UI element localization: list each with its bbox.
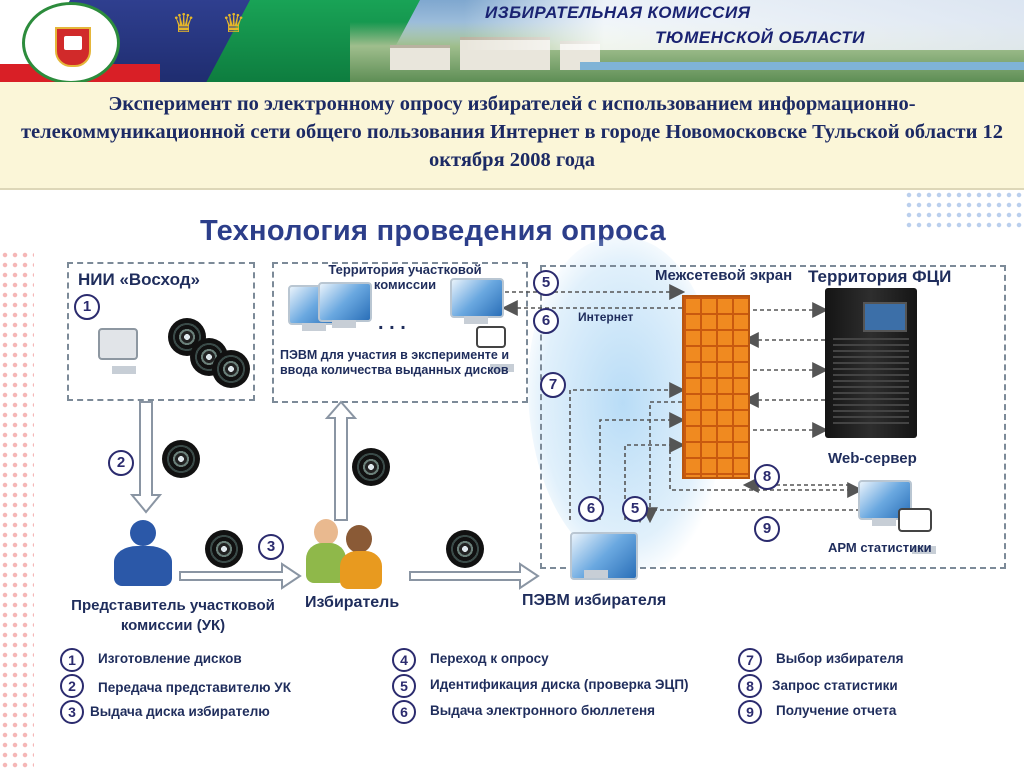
nii-box xyxy=(67,262,255,401)
pc-monitor-icon xyxy=(570,532,638,580)
cd-icon xyxy=(352,448,390,486)
cd-icon xyxy=(162,440,200,478)
diagram-arrows xyxy=(129,284,864,590)
pc-icon xyxy=(98,328,138,374)
pevm-voter-label: ПЭВМ избирателя xyxy=(522,592,667,609)
territory-fci-box xyxy=(540,265,1006,569)
pevm-description: ПЭВМ для участия в эксперименте и ввода … xyxy=(280,348,510,377)
step-9-marker: 9 xyxy=(754,516,780,542)
cd-icon xyxy=(205,530,243,568)
server-vent xyxy=(833,338,909,428)
web-server-label: Web-сервер xyxy=(828,450,917,467)
legend-item: Переход к опросу xyxy=(430,651,549,666)
banner-title-strip xyxy=(464,0,1024,50)
representative-label: Представитель участковой комиссии (УК) xyxy=(71,597,275,634)
arm-label: АРМ статистики xyxy=(828,540,932,555)
person-head xyxy=(314,519,338,545)
territory-uk-box xyxy=(272,262,528,403)
voter-icon xyxy=(306,515,386,590)
heading-band: Эксперимент по электронному опросу избир… xyxy=(0,82,1024,190)
legend-item: Получение отчета xyxy=(776,703,897,718)
step-3-marker: 3 xyxy=(258,534,284,560)
step-1-marker: 1 xyxy=(74,294,100,320)
voter-label: Избиратель xyxy=(305,594,400,611)
legend-num: 9 xyxy=(738,700,762,724)
banner-title-line1: ИЗБИРАТЕЛЬНАЯ КОМИССИЯ xyxy=(485,3,751,22)
step-5-marker: 5 xyxy=(533,270,559,296)
step-5-marker: 5 xyxy=(622,496,648,522)
crown-icon: ♛ xyxy=(172,8,196,38)
legend-item: Запрос статистики xyxy=(772,678,898,693)
banner-title-line2: ТЮМЕНСКОЙ ОБЛАСТИ xyxy=(655,28,865,47)
page-title: Эксперимент по электронному опросу избир… xyxy=(20,93,1004,171)
shield-inner xyxy=(64,36,82,50)
pc-monitor-icon xyxy=(450,278,504,324)
diagram-title: Технология проведения опроса xyxy=(200,215,666,247)
legend-item: Изготовление дисков xyxy=(98,651,242,666)
crown-icon: ♛ xyxy=(222,8,246,38)
person-body xyxy=(340,551,382,589)
cd-icon xyxy=(446,530,484,568)
header-banner: ♛ ♛ ИЗБИРАТЕЛЬНАЯ КОМИССИЯ ТЮМЕНСКОЙ ОБЛ… xyxy=(0,0,1024,82)
person-body xyxy=(306,543,346,583)
election-commission-emblem-icon xyxy=(22,2,120,82)
legend-item: Выбор избирателя xyxy=(776,651,904,666)
decor-dots-left xyxy=(0,250,34,768)
legend-num: 2 xyxy=(60,674,84,698)
legend-num: 7 xyxy=(738,648,762,672)
territory-fci-label: Территория ФЦИ xyxy=(808,267,952,286)
legend-item: Передача представителю УК xyxy=(98,680,291,695)
shield-icon xyxy=(55,27,91,67)
step-6-marker: 6 xyxy=(533,308,559,334)
diagram-panel: Технология проведения опроса xyxy=(0,190,1024,768)
legend-item: Выдача электронного бюллетеня xyxy=(430,703,655,718)
pc-monitor-icon xyxy=(318,282,372,328)
river xyxy=(580,62,1024,70)
step-2-marker: 2 xyxy=(108,450,134,476)
firewall-icon xyxy=(682,295,750,479)
representative-icon xyxy=(108,520,178,590)
building xyxy=(390,45,450,70)
server-icon xyxy=(825,288,917,438)
person-head xyxy=(346,525,372,553)
internet-label: Интернет xyxy=(578,310,634,324)
legend-num: 6 xyxy=(392,700,416,724)
step-8-marker: 8 xyxy=(754,464,780,490)
legend-item: Идентификация диска (проверка ЭЦП) xyxy=(430,677,689,692)
cd-icon xyxy=(212,350,250,388)
nii-label: НИИ «Восход» xyxy=(78,270,200,289)
decor-dots-right xyxy=(904,190,1024,230)
step-6-marker: 6 xyxy=(578,496,604,522)
legend-num: 8 xyxy=(738,674,762,698)
legend-item: Выдача диска избирателю xyxy=(90,704,270,719)
printer-icon xyxy=(898,508,936,554)
server-screen xyxy=(863,302,907,332)
printer-icon xyxy=(476,326,514,372)
legend-num: 4 xyxy=(392,648,416,672)
step-7-marker: 7 xyxy=(540,372,566,398)
person-body xyxy=(114,546,172,586)
ellipsis: . . . xyxy=(378,312,406,334)
firewall-label: Межсетевой экран xyxy=(655,267,793,284)
person-head xyxy=(130,520,156,546)
territory-uk-label: Территория участковой комиссии xyxy=(328,262,482,292)
legend-num: 1 xyxy=(60,648,84,672)
legend-num: 3 xyxy=(60,700,84,724)
legend-num: 5 xyxy=(392,674,416,698)
